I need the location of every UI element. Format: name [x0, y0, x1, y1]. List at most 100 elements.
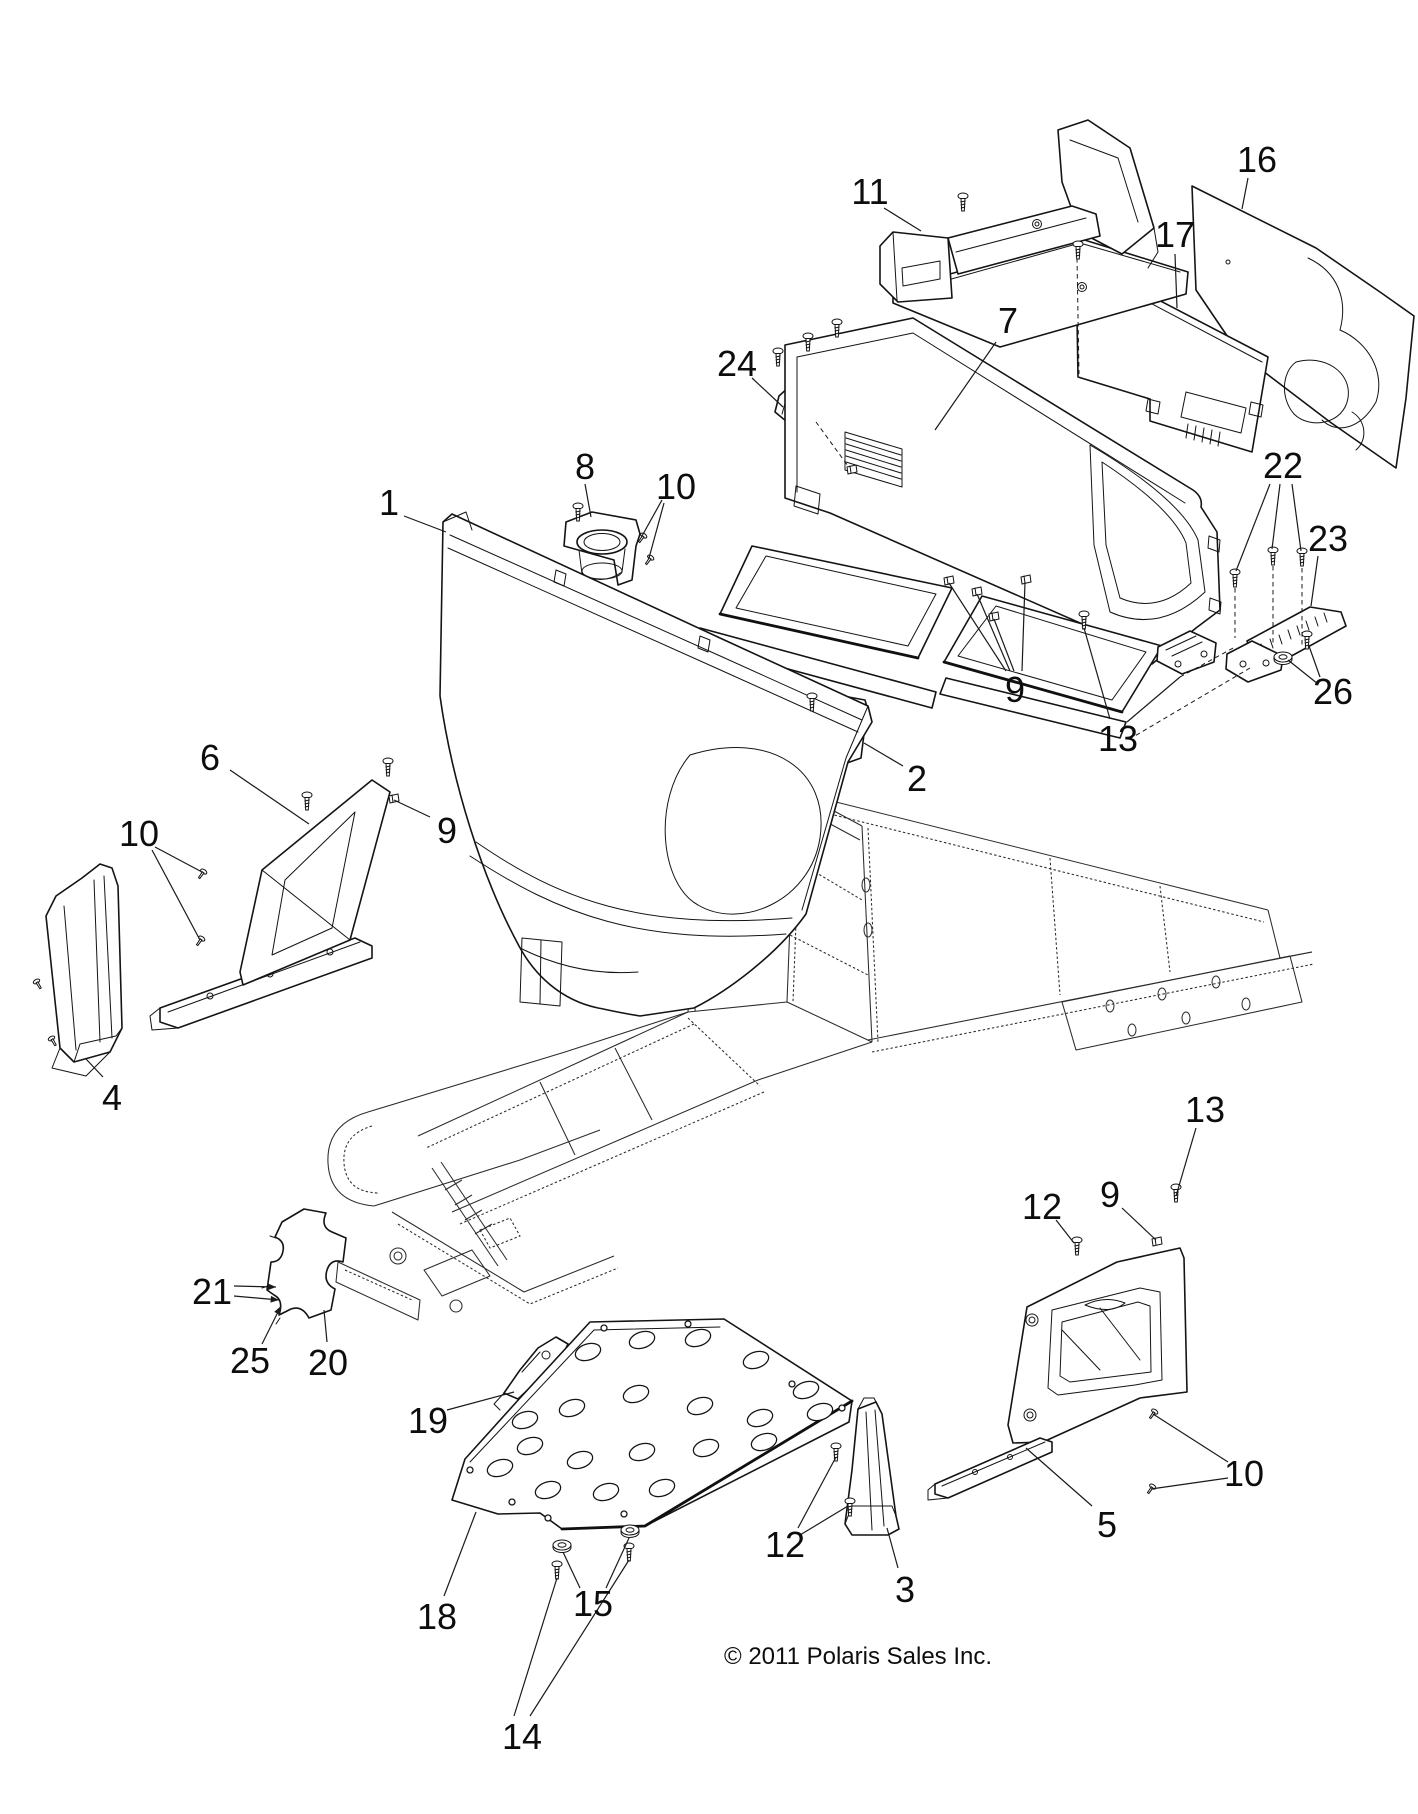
leader-line: [446, 1391, 515, 1411]
leader-line: [1174, 253, 1178, 309]
screw-icon: [551, 1560, 563, 1580]
part-16-rear-barrier-panel: [1191, 185, 1415, 469]
plate-hole: [648, 1478, 676, 1498]
callout-12: 12: [1022, 1186, 1062, 1227]
clip-icon: [846, 464, 858, 475]
washer-icon: [620, 1524, 640, 1538]
rivet-icon: [47, 1035, 57, 1047]
leader-line: [1271, 483, 1281, 550]
skid-plate-holes: [466, 1320, 846, 1522]
plate-hole: [746, 1408, 774, 1428]
plate-bolt-hole: [788, 1380, 796, 1388]
plate-bolt-hole: [600, 1324, 608, 1332]
leader-line: [1287, 659, 1319, 685]
screw-icon: [1072, 240, 1084, 260]
plate-bolt-hole: [508, 1498, 516, 1506]
leader-line: [797, 1456, 837, 1529]
plate-hole: [558, 1398, 586, 1418]
plate-hole: [686, 1396, 714, 1416]
leader-line: [883, 207, 922, 232]
clip-icon: [1020, 574, 1032, 585]
plate-hole: [806, 1402, 834, 1422]
callout-10: 10: [119, 813, 159, 854]
part-5-fender-support: [927, 1247, 1188, 1501]
plate-hole: [628, 1330, 656, 1350]
rivet-icon: [1148, 1408, 1159, 1420]
callout-6: 6: [200, 737, 220, 778]
clip-icon: [971, 586, 983, 597]
leader-line: [403, 515, 447, 533]
plate-hole: [592, 1482, 620, 1502]
callout-14: 14: [502, 1716, 542, 1757]
leader-line: [976, 593, 1011, 672]
plate-hole: [692, 1438, 720, 1458]
callout-4: 4: [102, 1077, 122, 1118]
screw-icon: [831, 318, 843, 338]
nut-icon: [1032, 219, 1042, 229]
plate-bolt-hole: [620, 1510, 628, 1518]
leader-line: [948, 582, 1007, 672]
plate-hole: [742, 1350, 770, 1370]
leader-line: [1235, 483, 1271, 572]
washer-icon: [552, 1539, 572, 1553]
leader-line: [229, 769, 310, 825]
clip-icon: [988, 611, 1000, 622]
part-7-rear-cab-panel: [695, 317, 1222, 739]
plate-bolt-hole: [466, 1466, 474, 1474]
callout-10: 10: [656, 466, 696, 507]
screw-icon: [1301, 630, 1313, 650]
callout-2: 2: [907, 758, 927, 799]
part-4-corner-bracket: [45, 863, 123, 1077]
callout-12: 12: [765, 1524, 805, 1565]
leader-arrowhead: [267, 1283, 276, 1291]
leader-line: [1310, 555, 1319, 607]
callout-23: 23: [1308, 518, 1348, 559]
callout-18: 18: [417, 1596, 457, 1637]
screw-icon: [572, 502, 584, 522]
leader-line: [1083, 627, 1111, 720]
callout-1: 1: [379, 482, 399, 523]
callout-19: 19: [408, 1400, 448, 1441]
leader-line: [584, 483, 592, 518]
callout-22: 22: [1263, 445, 1303, 486]
plate-hole: [574, 1342, 602, 1362]
part-6-a-bracket: [149, 779, 391, 1031]
plate-hole: [566, 1450, 594, 1470]
assembly-dash-line: [1127, 667, 1251, 741]
leader-line: [443, 1511, 477, 1597]
assembly-dash-line: [1179, 646, 1236, 678]
leader-line: [1025, 1447, 1093, 1507]
leader-line: [1291, 483, 1302, 552]
leader-line: [1241, 177, 1249, 210]
callout-9: 9: [437, 810, 457, 851]
leader-line: [1308, 645, 1321, 678]
plate-hole: [684, 1328, 712, 1348]
callout-16: 16: [1237, 139, 1277, 180]
part-3-support-pillar: [844, 1397, 900, 1536]
callout-24: 24: [717, 343, 757, 384]
leader-line: [863, 742, 904, 767]
screw-icon: [1170, 1183, 1182, 1203]
leader-line: [751, 377, 784, 408]
callout-3: 3: [895, 1569, 915, 1610]
rivet-icon: [197, 868, 208, 880]
leader-line: [799, 1505, 849, 1536]
leader-line: [605, 1537, 630, 1589]
rivet-icon: [32, 978, 42, 990]
screw-icon: [1267, 546, 1279, 566]
screw-icon: [382, 757, 394, 777]
callout-17: 17: [1155, 214, 1195, 255]
screw-icon: [1296, 547, 1308, 567]
plate-hole: [792, 1380, 820, 1400]
plate-bolt-hole: [838, 1404, 846, 1412]
leader-line: [562, 1551, 581, 1589]
leader-line: [993, 618, 1015, 672]
callout-11: 11: [851, 171, 888, 212]
leader-line: [513, 1577, 558, 1717]
callout-20: 20: [308, 1342, 348, 1383]
plate-bolt-hole: [684, 1320, 692, 1328]
leader-line: [529, 1559, 630, 1717]
plate-hole: [486, 1458, 514, 1478]
callout-7: 7: [998, 300, 1018, 341]
callout-25: 25: [230, 1340, 270, 1381]
